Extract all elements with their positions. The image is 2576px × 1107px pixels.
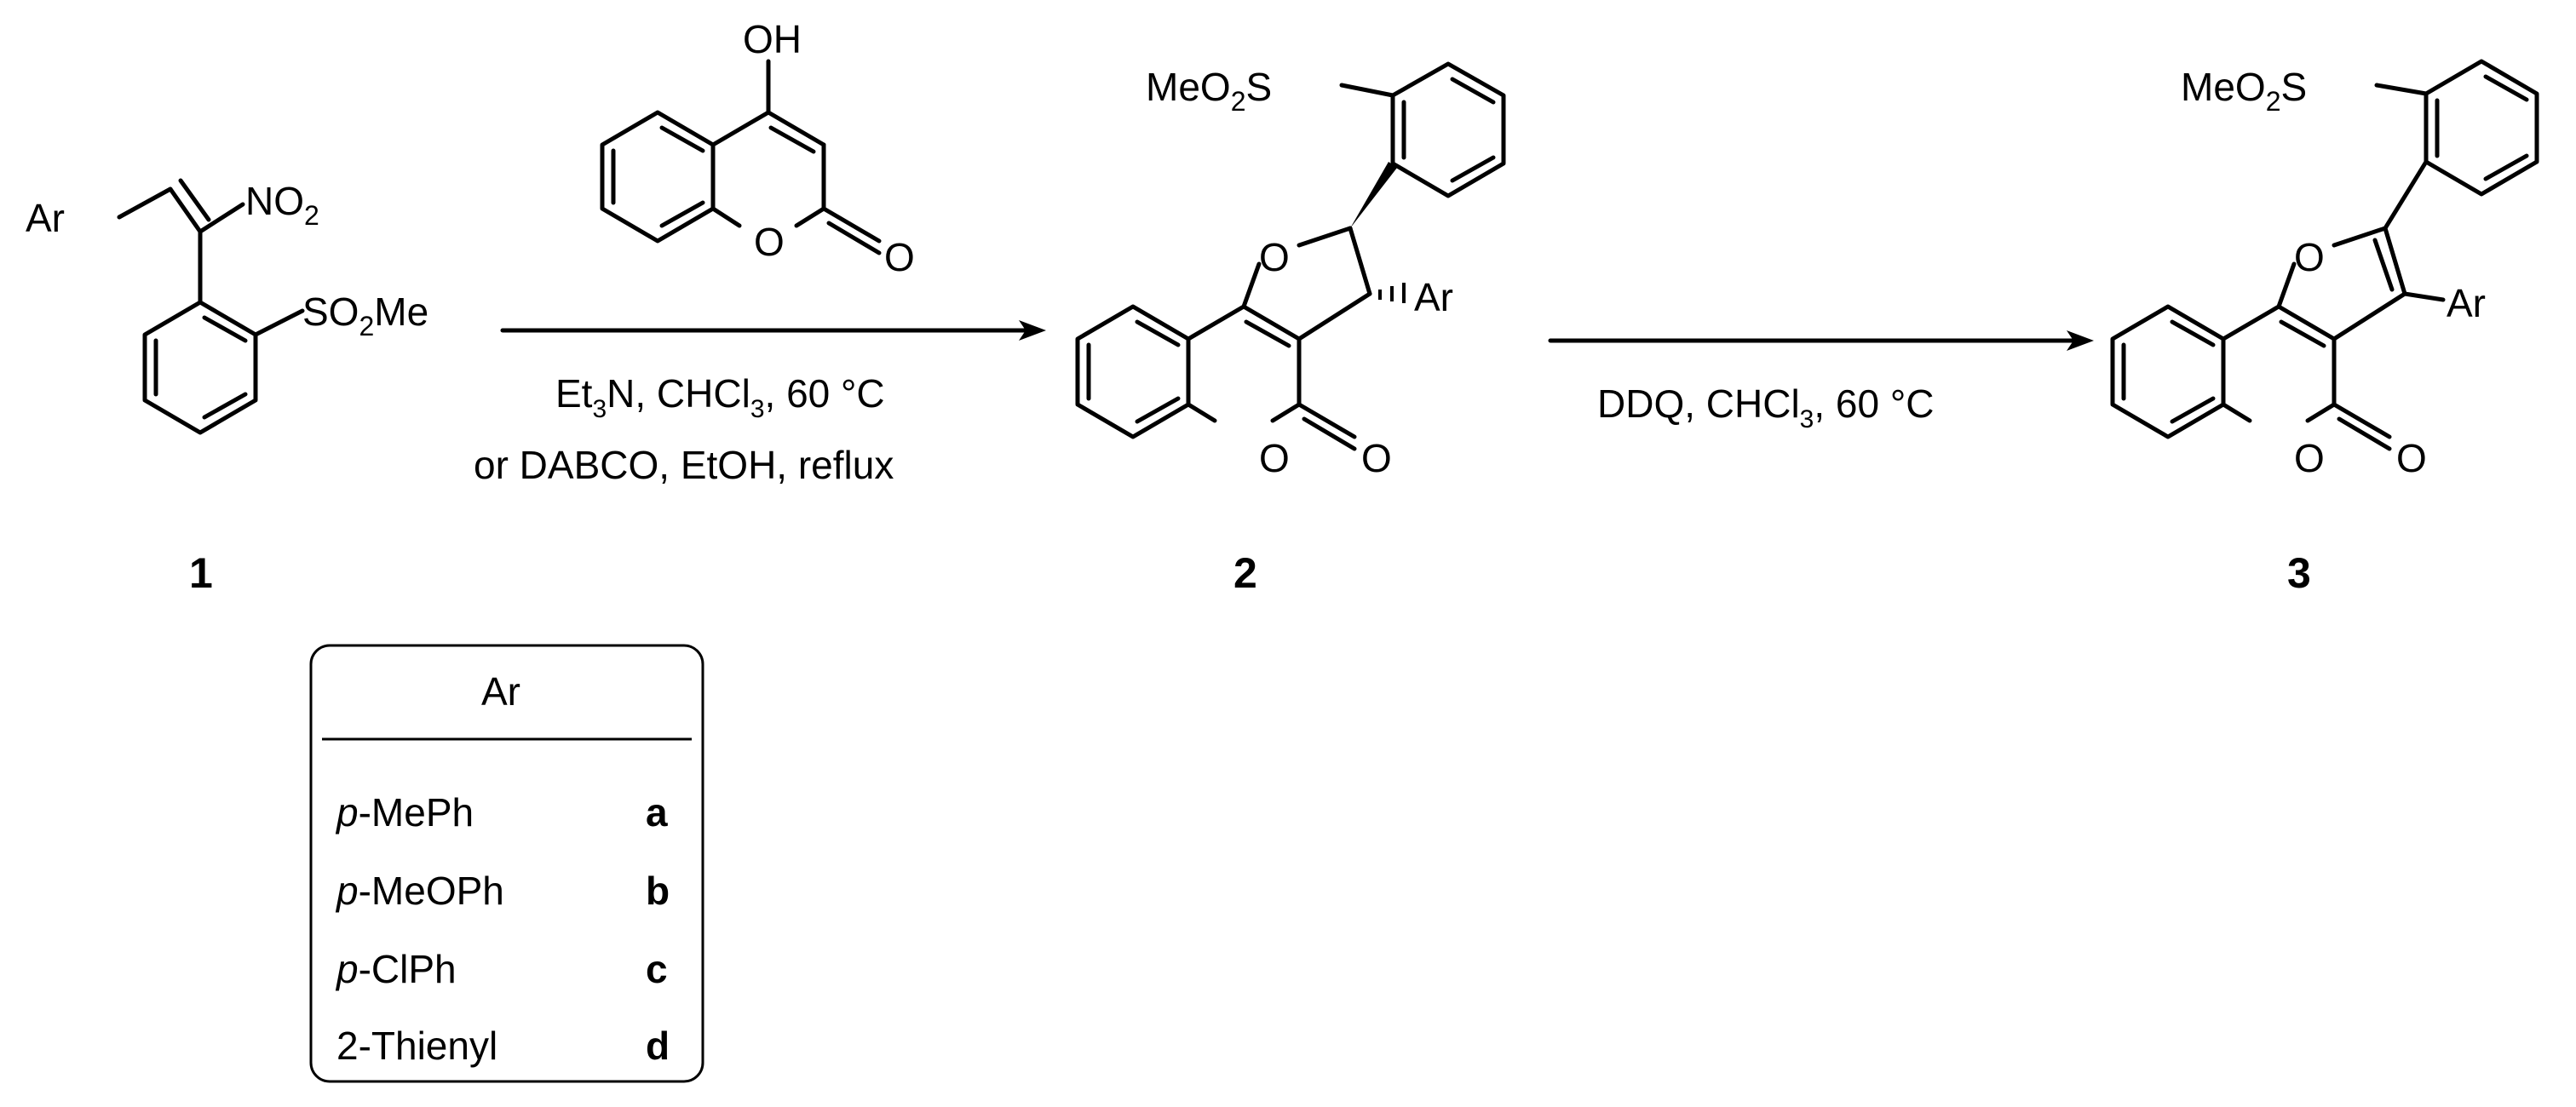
table-row-code-a: a — [646, 790, 668, 835]
atom-ar-2: Ar — [1414, 275, 1453, 319]
atom-o-ring-2: O — [1259, 436, 1290, 480]
compound-1-structure — [117, 178, 305, 435]
compound-label-2: 2 — [1233, 549, 1257, 597]
table-row-name-d: 2-Thienyl — [336, 1024, 497, 1068]
table-row-code-d: d — [646, 1024, 670, 1068]
atom-no2: NO2 — [245, 179, 319, 231]
atom-oh: OH — [743, 17, 802, 61]
arrow1-conditions-line2: or DABCO, EtOH, reflux — [474, 443, 894, 487]
table-row-name-a: p-MePh — [335, 790, 474, 835]
atom-so2me: SO2Me — [302, 290, 428, 341]
reaction-arrow-1 — [500, 320, 1046, 341]
arrow1-conditions-line1: Et3N, CHCl3, 60 °C — [555, 371, 885, 423]
atom-o-carbonyl-reagent: O — [884, 235, 915, 279]
atom-meo2s-3: MeO2S — [2181, 65, 2307, 117]
table-row: 2-Thienyl d — [336, 1024, 670, 1068]
atom-o-furan-2: O — [1259, 235, 1290, 279]
table-row-code-b: b — [646, 869, 670, 913]
table-row-name-c: p-ClPh — [335, 947, 457, 991]
compound-label-1: 1 — [189, 549, 213, 597]
reagent-hydroxycoumarin-structure — [600, 59, 882, 255]
substituent-table — [309, 644, 704, 1083]
atom-ar-1: Ar — [26, 196, 65, 240]
table-row-name-b: p-MeOPh — [335, 869, 504, 913]
compound-label-3: 3 — [2287, 549, 2311, 597]
arrow2-conditions: DDQ, CHCl3, 60 °C — [1597, 381, 1934, 433]
atom-o-ring-3: O — [2294, 436, 2325, 480]
table-row: p-MeOPh b — [335, 869, 670, 913]
table-row-code-c: c — [646, 947, 668, 991]
table-row: p-MePh a — [335, 790, 668, 835]
atom-meo2s-2: MeO2S — [1146, 65, 1272, 117]
table-row: p-ClPh c — [335, 947, 668, 991]
compound-2-structure — [1075, 61, 1506, 451]
atom-o-carbonyl-2: O — [1361, 436, 1392, 480]
atom-ar-3: Ar — [2447, 281, 2486, 325]
atom-o-carbonyl-3: O — [2396, 436, 2427, 480]
atom-o-furan-3: O — [2294, 235, 2325, 279]
table-header-ar: Ar — [481, 669, 520, 714]
compound-3-structure — [2110, 59, 2539, 451]
atom-o-ring-reagent: O — [754, 220, 785, 264]
reaction-arrow-2 — [1548, 330, 2094, 351]
